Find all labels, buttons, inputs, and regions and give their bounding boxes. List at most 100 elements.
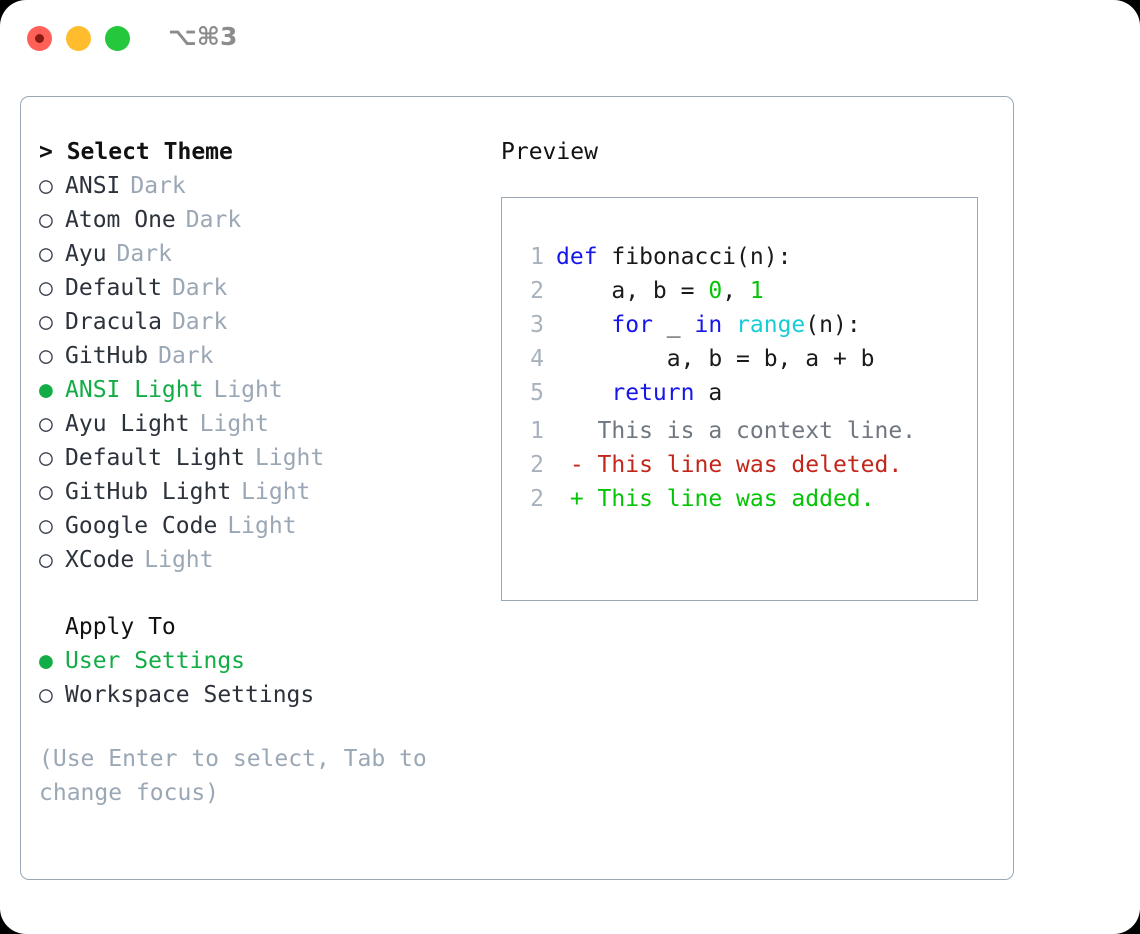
theme-option-atom-one[interactable]: ○ Atom One Dark (39, 203, 479, 237)
theme-option-ayu-light[interactable]: ○ Ayu Light Light (39, 407, 479, 441)
theme-option-ansi-light[interactable]: ● ANSI Light Light (39, 373, 479, 407)
diff-line-ctx: 1 This is a context line. (518, 414, 916, 448)
diff-line-text: - This line was deleted. (556, 452, 903, 478)
radio-unselected-icon[interactable]: ○ (39, 547, 53, 573)
code-token-builtin: range (736, 312, 806, 338)
diff-sample: 1 This is a context line.2 - This line w… (518, 414, 916, 516)
window-shortcut-label: ⌥⌘3 (168, 22, 238, 51)
theme-option-label: Default (65, 275, 162, 301)
radio-unselected-icon[interactable]: ○ (39, 479, 53, 505)
code-line-number: 3 (530, 312, 544, 338)
diff-line-text: + This line was added. (556, 486, 875, 512)
radio-unselected-icon[interactable]: ○ (39, 343, 53, 369)
theme-option-label: Google Code (65, 513, 218, 539)
radio-unselected-icon[interactable]: ○ (39, 309, 53, 335)
theme-option-label: Default Light (65, 445, 246, 471)
theme-option-ansi[interactable]: ○ ANSI Dark (39, 169, 479, 203)
radio-selected-icon[interactable]: ● (39, 377, 53, 403)
theme-variant-tag: Light (144, 547, 214, 573)
code-token-fn: fibonacci (611, 244, 737, 270)
code-line: 1 def fibonacci(n): (518, 240, 875, 274)
theme-option-label: Atom One (65, 207, 176, 233)
apply-to-option-label: User Settings (65, 648, 246, 674)
minimize-window-button[interactable] (66, 26, 91, 51)
code-line-number: 1 (530, 244, 544, 270)
code-token-num: 0 (708, 278, 723, 304)
code-token-txt (722, 312, 736, 338)
select-theme-heading: > Select Theme (39, 139, 233, 165)
code-line: 5 return a (518, 376, 875, 410)
code-token-txt: (n): (805, 312, 861, 338)
theme-variant-tag: Dark (130, 173, 186, 199)
preview-heading: Preview (501, 139, 598, 165)
theme-variant-tag: Light (199, 411, 269, 437)
radio-selected-icon[interactable]: ● (39, 648, 53, 674)
theme-variant-tag: Dark (116, 241, 172, 267)
theme-variant-tag: Dark (185, 207, 242, 233)
title-bar: ⌥⌘3 (0, 0, 1140, 78)
theme-option-google-code[interactable]: ○ Google Code Light (39, 509, 479, 543)
diff-line-text: This is a context line. (556, 418, 917, 444)
code-token-kw: def (556, 244, 598, 270)
code-token-txt: _ (652, 312, 695, 338)
apply-to-option-label: Workspace Settings (65, 682, 315, 708)
apply-to-heading: Apply To (65, 614, 176, 640)
diff-line-number: 2 (530, 486, 544, 512)
diff-line-number: 2 (530, 452, 544, 478)
keyboard-hint-text: (Use Enter to select, Tab to change focu… (39, 746, 427, 806)
theme-variant-tag: Light (213, 377, 283, 403)
radio-unselected-icon[interactable]: ○ (39, 173, 53, 199)
apply-to-option-workspace-settings[interactable]: ○ Workspace Settings (39, 678, 479, 712)
code-token-txt: (n): (736, 244, 792, 270)
radio-unselected-icon[interactable]: ○ (39, 241, 53, 267)
apply-to-section: Apply To ● User Settings ○ Workspace Settin… (39, 610, 479, 712)
code-token-num: 1 (749, 278, 764, 304)
code-line: 2 a, b = 0, 1 (518, 274, 875, 308)
code-token-kw: in (694, 312, 723, 338)
code-line-number: 5 (530, 380, 544, 406)
theme-variant-tag: Dark (171, 309, 228, 335)
radio-unselected-icon[interactable]: ○ (39, 682, 53, 708)
code-token-txt: a, b = (556, 278, 709, 304)
theme-option-default[interactable]: ○ Default Dark (39, 271, 479, 305)
code-token-kw: return (611, 380, 695, 406)
theme-option-label: Ayu Light (65, 411, 190, 437)
theme-option-label: ANSI Light (65, 377, 204, 403)
radio-unselected-icon[interactable]: ○ (39, 513, 53, 539)
apply-to-option-user-settings[interactable]: ● User Settings (39, 644, 479, 678)
radio-unselected-icon[interactable]: ○ (39, 445, 53, 471)
radio-unselected-icon[interactable]: ○ (39, 207, 53, 233)
close-window-button[interactable] (27, 26, 52, 51)
code-line-number: 2 (530, 278, 544, 304)
code-token-txt: a, b = b, a + b (556, 346, 875, 372)
diff-line-del: 2 - This line was deleted. (518, 448, 916, 482)
code-token-kw: for (611, 312, 653, 338)
traffic-light-group (27, 26, 130, 51)
code-line: 4 a, b = b, a + b (518, 342, 875, 376)
theme-variant-tag: Dark (171, 275, 228, 301)
apply-to-option-list: ● User Settings ○ Workspace Settings (39, 644, 479, 712)
theme-option-label: ANSI (65, 173, 121, 199)
maximize-window-button[interactable] (105, 26, 130, 51)
code-line-number: 4 (530, 346, 544, 372)
radio-unselected-icon[interactable]: ○ (39, 275, 53, 301)
diff-line-number: 1 (530, 418, 544, 444)
theme-option-label: GitHub Light (65, 479, 232, 505)
theme-variant-tag: Light (227, 513, 297, 539)
code-token-txt: a (694, 380, 723, 406)
code-line: 3 for _ in range(n): (518, 308, 875, 342)
theme-option-label: GitHub (65, 343, 149, 369)
radio-unselected-icon[interactable]: ○ (39, 411, 53, 437)
